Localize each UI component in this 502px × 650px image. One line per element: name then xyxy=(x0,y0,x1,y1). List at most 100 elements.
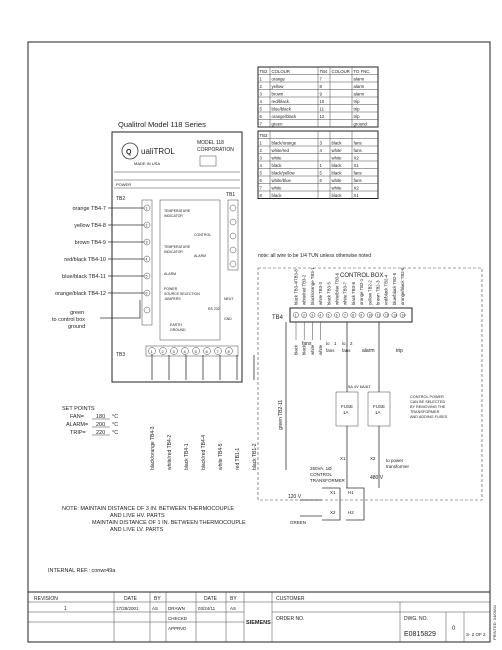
tb2-terminal-strip xyxy=(141,199,153,326)
tb3-terminal xyxy=(192,347,200,355)
tb-sheet: S- 2 OF 2 xyxy=(466,632,486,637)
table-cell: 1 xyxy=(260,141,263,146)
tb3-terminal-strip xyxy=(145,345,239,357)
cb-terminal-label: white TB3-3 xyxy=(318,282,323,305)
table-cell: 9 xyxy=(320,92,323,97)
tb-by: BY xyxy=(154,596,161,602)
table-cell: ground xyxy=(354,122,368,127)
table-cell: 3 xyxy=(320,141,323,146)
setpoint-fan-unit: °C xyxy=(112,414,118,420)
tb2-terminal-number: 4 xyxy=(146,258,148,262)
table-cell: 2 xyxy=(260,148,263,153)
tb4-terminal xyxy=(334,312,340,318)
inner-label-14: RS 232 xyxy=(208,307,220,311)
ground-note-line-2: to control box xyxy=(52,317,85,323)
table-cell: black xyxy=(332,193,343,198)
table-cell: fans xyxy=(354,178,362,183)
tb3-terminal-number: 3 xyxy=(173,349,176,354)
inner-label-0: TEMPERATURE xyxy=(164,209,191,213)
tb-company-logo: SIEMENS xyxy=(246,620,271,626)
table-cell: 12 xyxy=(320,114,325,119)
tb3-terminal xyxy=(225,347,233,355)
tb4-terminal-number: 14 xyxy=(401,314,405,318)
setpoint-trip-unit: °C xyxy=(112,430,118,436)
device-made-in: MADE IN USA xyxy=(134,161,160,166)
tb3-terminal-number: 8 xyxy=(228,349,231,354)
tb1-terminal xyxy=(229,204,237,212)
table-cell: yellow xyxy=(272,84,285,89)
left-wire-label: brown TB4-9 xyxy=(75,240,106,246)
internal-ref: INTERNAL REF.: conwr49a xyxy=(48,568,116,574)
bottom-wire-label: black TB1-2 xyxy=(252,443,258,470)
device-model-line-2: CORPORATION xyxy=(197,147,234,153)
fuse-header: 5A 4V 6A/AT xyxy=(348,384,371,389)
inner-label-10: EARTH xyxy=(170,323,182,327)
tb3-terminal xyxy=(148,347,156,355)
cb-bottom-label: white xyxy=(310,344,315,355)
table-cell: 7 xyxy=(320,77,323,82)
x-bottom-2: X2 xyxy=(330,510,336,515)
x-bottom-1: X1 xyxy=(330,490,336,495)
table-cell: trip xyxy=(354,114,361,119)
cb-terminal-label: black/orange TB3-1 xyxy=(310,267,315,305)
table-cell: alarm xyxy=(354,84,365,89)
table-cell: 6 xyxy=(260,114,263,119)
note-right-1: CAN BE SELECTED xyxy=(410,400,445,404)
tb4-terminal xyxy=(342,312,349,318)
inner-label-11: GROUND xyxy=(170,328,186,332)
cb-terminal-label: white TB3-7 xyxy=(343,282,348,305)
table-cell: 4 xyxy=(320,148,323,153)
table-cell: blue/black xyxy=(272,107,292,112)
table-cell: red/black xyxy=(272,99,290,104)
tb4-terminal-number: 13 xyxy=(393,314,397,318)
tb-checked: CHECKD xyxy=(168,616,188,621)
to-power-line-1: to power xyxy=(386,458,404,463)
side-printed-text: PRINTED: 04/06/11 xyxy=(492,604,497,640)
tb2-terminal-number: 6 xyxy=(146,292,148,296)
cb-terminal-label: yellow TB2-2 xyxy=(367,280,372,305)
green-wire-label: green TB2-11 xyxy=(278,400,284,430)
tb4-terminal xyxy=(317,312,324,318)
table-cell: black xyxy=(272,193,283,198)
bottom-wire-label: black/orange TB4-3 xyxy=(150,426,156,470)
transformer-primary xyxy=(346,487,365,521)
tb3-terminal-number: 1 xyxy=(151,349,154,354)
tb4-terminal-number: 3 xyxy=(311,314,313,318)
tb4-terminal xyxy=(325,312,332,318)
tb3-terminal xyxy=(159,347,167,355)
tb4-terminal-number: 8 xyxy=(352,314,354,318)
tb2-terminal xyxy=(143,306,151,314)
transformer-line-1: 250VA, 1Ø xyxy=(310,466,332,471)
table-cell: fans xyxy=(354,171,362,176)
table-cell: 3 xyxy=(260,156,263,161)
table-header-cell: COLOUR xyxy=(272,69,290,74)
table-cell: green xyxy=(272,122,284,127)
table-cell: trip xyxy=(354,99,361,104)
left-wire-label: yellow TB4-8 xyxy=(74,223,106,229)
tb-approved: APPRVD xyxy=(168,626,187,631)
tb4-terminal xyxy=(399,312,406,318)
table-cell: 4 xyxy=(260,163,263,168)
group-sub-0: lo xyxy=(326,341,330,346)
tb4-terminal xyxy=(375,312,381,318)
group-trip: trip xyxy=(396,348,403,354)
table-cell: black xyxy=(332,171,343,176)
cb-bottom-label: white xyxy=(318,344,323,355)
tb-by2: BY xyxy=(230,596,237,602)
table-cell: black xyxy=(272,163,283,168)
table-cell: 6 xyxy=(320,178,323,183)
tb3-terminal xyxy=(181,347,189,355)
group-sub-1: 1 xyxy=(334,341,337,346)
tb1-terminals xyxy=(229,204,237,268)
tb3-terminal-number: 2 xyxy=(162,349,165,354)
table-cell: 7 xyxy=(260,186,263,191)
tb-rev-no: 1 xyxy=(64,606,67,612)
ground-note-line-1: green xyxy=(70,310,84,316)
tb1-terminal xyxy=(229,246,237,254)
qualitrol-logo-icon xyxy=(121,142,139,160)
table-cell: 1 xyxy=(260,77,263,82)
device-power-row: POWER xyxy=(116,182,131,187)
